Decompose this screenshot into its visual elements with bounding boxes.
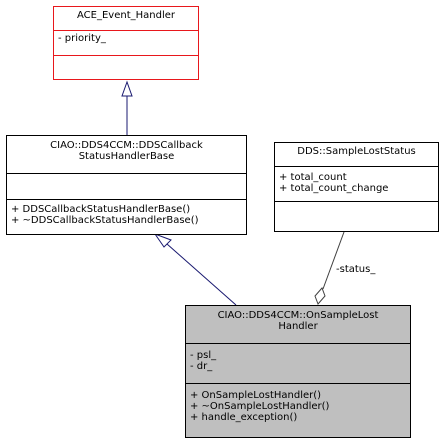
- attribute: - psl_: [190, 350, 217, 361]
- operations-section: + DDSCallbackStatusHandlerBase() + ~DDSC…: [7, 200, 246, 234]
- attributes-section: + total_count + total_count_change: [275, 167, 438, 202]
- class-name: ACE_Event_Handler: [54, 7, 198, 31]
- operations-section: + OnSampleLostHandler() + ~OnSampleLostH…: [186, 384, 410, 437]
- operations-section: [54, 56, 198, 79]
- operation: + ~OnSampleLostHandler(): [190, 401, 330, 412]
- class-on-sample-lost-handler[interactable]: CIAO::DDS4CCM::OnSampleLost Handler - ps…: [185, 305, 411, 438]
- class-name-text: DDS::SampleLostStatus: [297, 146, 416, 157]
- class-name-line2: Handler: [278, 321, 318, 332]
- class-name-text: ACE_Event_Handler: [77, 10, 175, 21]
- aggregation-diamond: [314, 287, 326, 305]
- attribute: + total_count_change: [279, 183, 389, 194]
- class-ddscallback-status-handler-base[interactable]: CIAO::DDS4CCM::DDSCallback StatusHandler…: [6, 135, 247, 235]
- operation: + handle_exception(): [190, 412, 298, 423]
- class-name: CIAO::DDS4CCM::OnSampleLost Handler: [186, 306, 410, 344]
- attribute: - priority_: [58, 33, 106, 44]
- status-role-label: -status_: [336, 264, 376, 275]
- aggregation-edge-status: [322, 231, 345, 290]
- operation: + OnSampleLostHandler(): [190, 390, 322, 401]
- attribute: - dr_: [190, 361, 213, 372]
- operation: + DDSCallbackStatusHandlerBase(): [11, 204, 191, 215]
- class-sample-lost-status[interactable]: DDS::SampleLostStatus + total_count + to…: [274, 142, 439, 232]
- class-name-line1: CIAO::DDS4CCM::OnSampleLost: [217, 310, 379, 321]
- attribute: + total_count: [279, 172, 347, 183]
- inheritance-arrowhead-ace: [121, 80, 133, 97]
- operations-section: [275, 202, 438, 231]
- attributes-section: - priority_: [54, 31, 198, 56]
- attributes-section: [7, 174, 246, 200]
- class-name-line1: CIAO::DDS4CCM::DDSCallback: [50, 140, 203, 151]
- attributes-section: - psl_ - dr_: [186, 344, 410, 384]
- class-ace-event-handler[interactable]: ACE_Event_Handler - priority_: [53, 6, 199, 80]
- operation: + ~DDSCallbackStatusHandlerBase(): [11, 215, 199, 226]
- class-name: CIAO::DDS4CCM::DDSCallback StatusHandler…: [7, 136, 246, 174]
- inheritance-arrowhead-base: [153, 232, 172, 248]
- inheritance-edge-handler-to-base: [166, 243, 237, 306]
- class-name-line2: StatusHandlerBase: [78, 151, 175, 162]
- class-name: DDS::SampleLostStatus: [275, 143, 438, 167]
